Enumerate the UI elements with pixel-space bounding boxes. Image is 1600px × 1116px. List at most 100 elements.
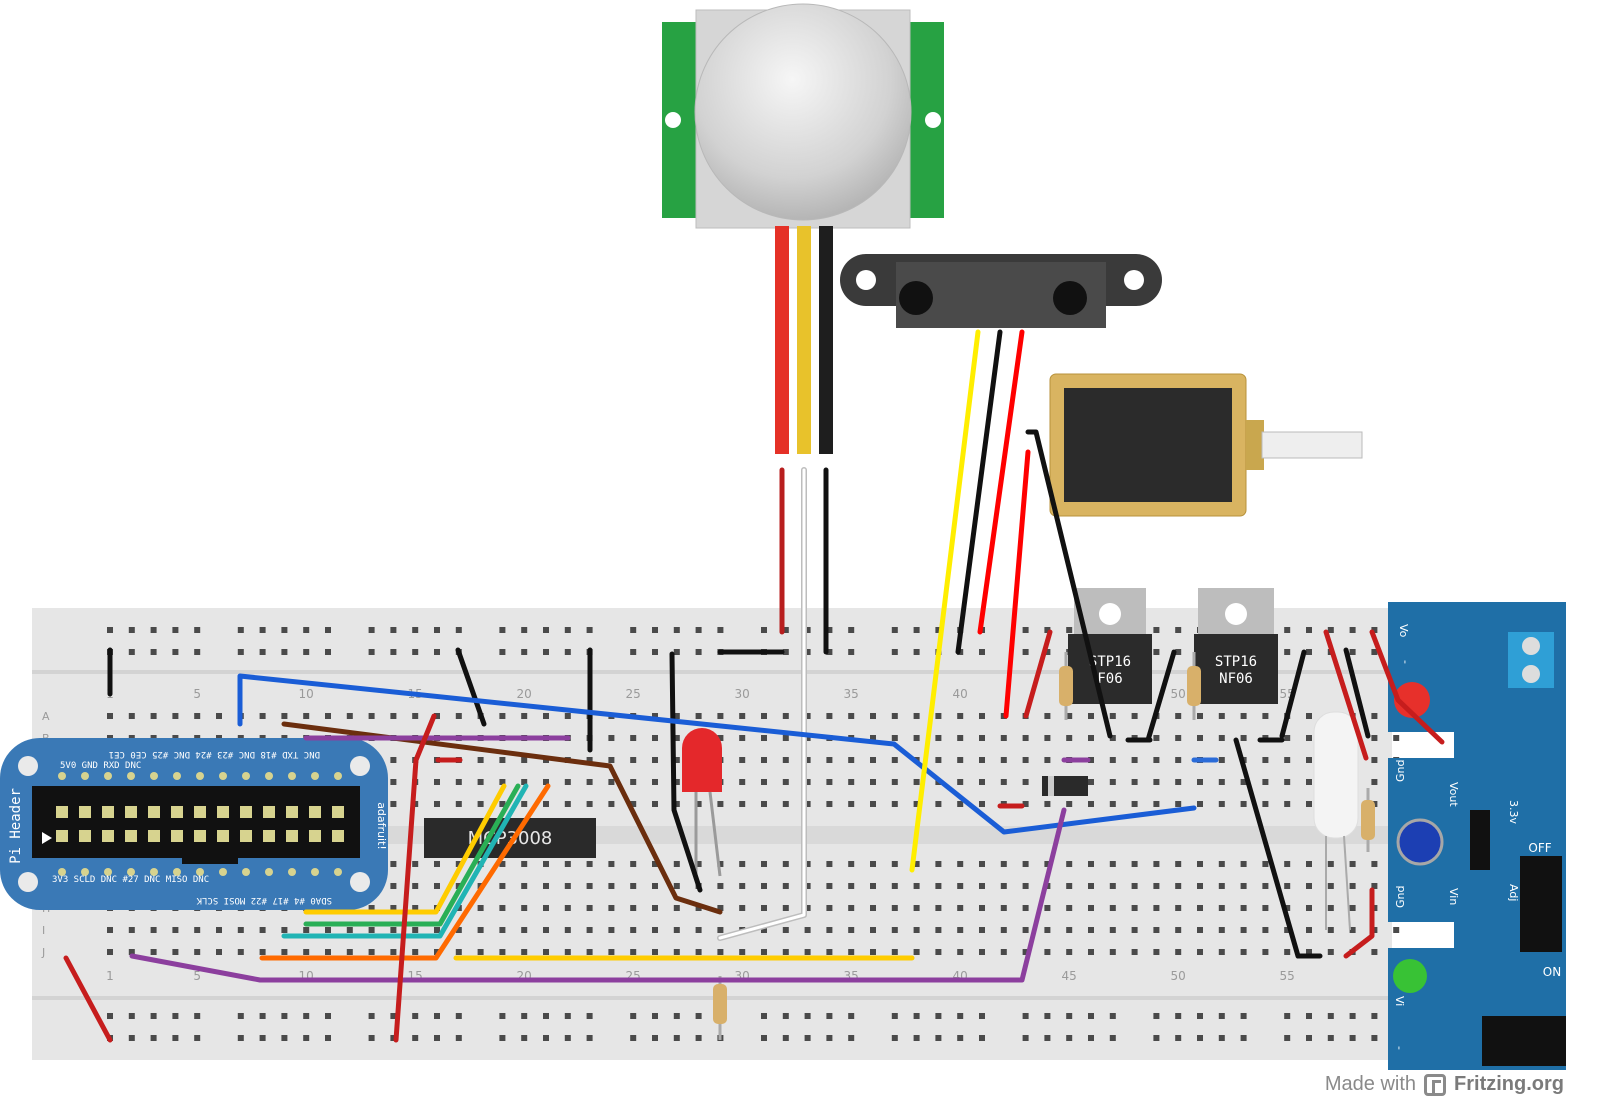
- breadboard-hole: [891, 757, 898, 763]
- breadboard-hole: [630, 905, 637, 911]
- breadboard-hole: [390, 779, 397, 785]
- rail-hole: [957, 1035, 964, 1041]
- pir-mount-hole: [925, 112, 941, 128]
- rail-hole: [1306, 1035, 1312, 1041]
- breadboard-hole: [1088, 949, 1094, 955]
- adafruit-brand: adafruit!: [375, 802, 388, 850]
- led-dome: [682, 728, 722, 792]
- column-number: 1: [106, 969, 114, 983]
- breadboard-hole: [1306, 713, 1312, 719]
- breadboard-hole: [1109, 927, 1116, 933]
- pi-top-labels: DNC TXD #18 DNC #23 #24 DNC #25 CE0 CE1: [109, 749, 320, 759]
- breadboard-hole: [1044, 713, 1051, 719]
- fritzing-brand[interactable]: Fritzing.org: [1454, 1073, 1564, 1095]
- pi-pad: [104, 772, 112, 780]
- breadboard-hole: [1066, 713, 1073, 719]
- rail-hole: [1153, 627, 1160, 633]
- breadboard-hole: [1327, 905, 1334, 911]
- rail-hole: [1175, 627, 1182, 633]
- breadboard-hole: [1088, 735, 1094, 741]
- breadboard-hole: [717, 861, 724, 867]
- breadboard-hole: [717, 801, 724, 807]
- rail-hole: [412, 649, 419, 655]
- breadboard-hole: [412, 949, 419, 955]
- breadboard-hole: [150, 949, 157, 955]
- breadboard-hole: [543, 861, 549, 867]
- rail-hole: [1371, 649, 1378, 655]
- jumper-wire: [977, 329, 1025, 635]
- breadboard-hole: [891, 861, 898, 867]
- resistor-body: [1361, 800, 1375, 840]
- rail-hole: [717, 627, 724, 633]
- rail-hole: [521, 1013, 528, 1019]
- breadboard-hole: [1240, 927, 1247, 933]
- breadboard-hole: [804, 757, 811, 763]
- pi-pin: [102, 830, 114, 842]
- solenoid: [1049, 373, 1363, 517]
- pi-pin: [125, 830, 137, 842]
- breadboard-hole: [368, 927, 375, 933]
- breadboard-hole: [1175, 801, 1182, 807]
- pi-pin: [263, 806, 275, 818]
- jumper-wire: [393, 713, 437, 1043]
- breadboard-hole: [739, 801, 746, 807]
- breadboard-hole: [913, 883, 920, 889]
- breadboard-hole: [586, 905, 593, 911]
- rail-hole: [695, 649, 702, 655]
- breadboard-hole: [957, 949, 964, 955]
- breadboard-hole: [979, 861, 985, 867]
- breadboard-hole: [804, 735, 811, 741]
- rail-hole: [1175, 1013, 1182, 1019]
- breadboard-hole: [1197, 779, 1203, 785]
- breadboard-hole: [1284, 949, 1291, 955]
- breadboard-hole: [673, 949, 680, 955]
- rail-hole: [891, 1013, 898, 1019]
- rail-hole: [237, 1013, 244, 1019]
- breadboard-hole: [782, 735, 789, 741]
- breadboard-hole: [1262, 949, 1269, 955]
- breadboard-hole: [499, 949, 506, 955]
- pi-pad: [242, 772, 250, 780]
- rail-hole: [652, 649, 658, 655]
- breadboard-hole: [804, 883, 811, 889]
- rail-hole: [826, 1035, 833, 1041]
- breadboard-hole: [957, 801, 964, 807]
- breadboard-hole: [1088, 779, 1094, 785]
- pi-header-title: Pi Header: [8, 788, 24, 864]
- breadboard-hole: [499, 883, 506, 889]
- breadboard-hole: [1153, 735, 1160, 741]
- breadboard-hole: [870, 861, 876, 867]
- ir-distance-sensor: [840, 254, 1162, 328]
- rail-hole: [1218, 1013, 1225, 1019]
- breadboard-hole: [1153, 905, 1160, 911]
- breadboard-hole: [477, 905, 484, 911]
- breadboard-hole: [673, 905, 680, 911]
- breadboard-hole: [891, 713, 898, 719]
- pi-pad: [58, 868, 66, 876]
- rail-hole: [194, 649, 201, 655]
- breadboard-hole: [979, 905, 985, 911]
- breadboard-hole: [1088, 927, 1094, 933]
- breadboard-hole: [761, 861, 767, 867]
- column-number: 25: [626, 687, 641, 701]
- breadboard-hole: [1306, 949, 1312, 955]
- breadboard-hole: [390, 949, 397, 955]
- dc-barrel-jack: [1482, 1016, 1566, 1066]
- breadboard-hole: [368, 905, 375, 911]
- breadboard-hole: [1109, 905, 1116, 911]
- breadboard-hole: [1197, 905, 1203, 911]
- breadboard-hole: [673, 927, 680, 933]
- label-gnd-2: Gnd: [1394, 886, 1407, 908]
- breadboard-hole: [870, 779, 876, 785]
- breadboard-hole: [608, 801, 615, 807]
- rail-hole: [1088, 1035, 1094, 1041]
- breadboard-hole: [1175, 883, 1182, 889]
- rail-hole: [1022, 1035, 1029, 1041]
- breadboard-hole: [891, 949, 898, 955]
- breadboard-hole: [673, 801, 680, 807]
- pi-pin: [217, 806, 229, 818]
- breadboard-hole: [695, 713, 702, 719]
- breadboard-hole: [1088, 905, 1094, 911]
- breadboard-hole: [804, 713, 811, 719]
- breadboard-hole: [455, 801, 462, 807]
